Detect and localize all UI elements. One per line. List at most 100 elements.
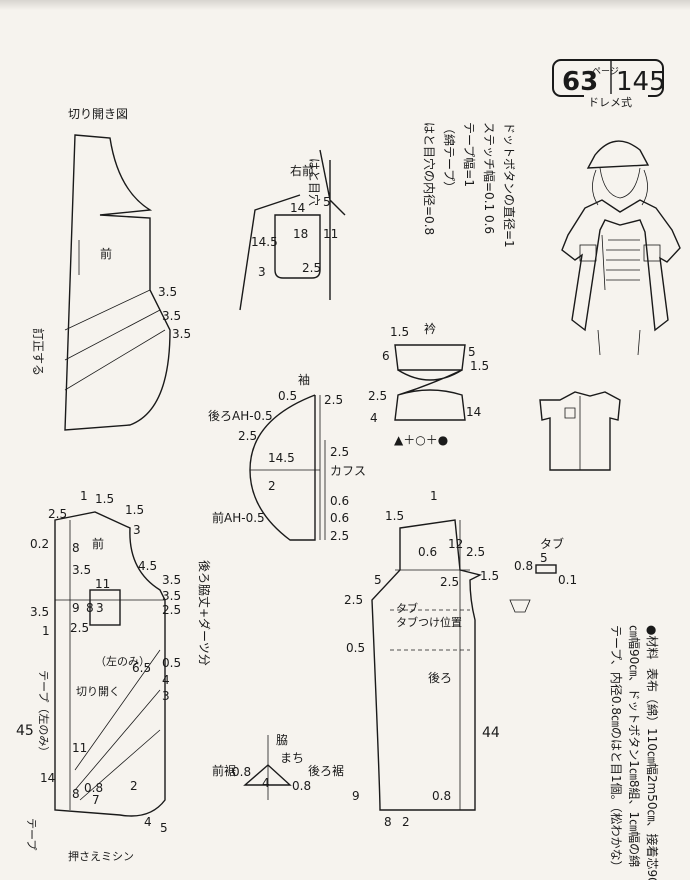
slash-spread-diagram: 切り開き図 前 3.5 3.5 3.5 訂正する	[31, 107, 191, 431]
front-dim-2: 2	[130, 779, 138, 793]
front-dim-3b: 3	[96, 601, 104, 615]
back-dim-08: 0.8	[432, 789, 451, 803]
materials-heading: ●材料	[645, 625, 659, 659]
front-dim-15b: 1.5	[125, 503, 144, 517]
back-dim-8: 8	[384, 815, 392, 829]
sleeve-label: 袖	[298, 372, 310, 387]
note-tape-type: （綿テープ）	[442, 122, 456, 193]
back-body-piece: 後ろ タブ タブつけ位置 1 1.5 0.6 12 2.5 1.5 5 2.5 …	[344, 489, 500, 829]
collar-dim-25: 2.5	[368, 389, 387, 403]
front-dim-3: 3	[133, 523, 141, 537]
front-dim-02: 0.2	[30, 537, 49, 551]
front-body-piece: 前 （左のみ） 切り開く テープ（左のみ） 押さえミシン テープ 後ろ脇丈+ダー…	[16, 489, 212, 863]
front-dim-25b: 2.5	[162, 603, 181, 617]
front-dim-45: 45	[16, 723, 34, 739]
front-dim-15: 1.5	[95, 492, 114, 506]
note-tape-width: テープ幅=1	[462, 122, 477, 187]
back-dim-05: 0.5	[346, 641, 365, 655]
front-left-only: （左のみ）	[95, 655, 150, 668]
slash-dim-2: 3.5	[162, 309, 181, 323]
back-body-guides	[395, 520, 470, 810]
pocket-dim-3: 3	[258, 265, 266, 279]
front-dim-35c: 3.5	[162, 589, 181, 603]
pocket-dim-25: 2.5	[302, 261, 321, 275]
back-dim-12: 12	[448, 537, 463, 551]
gusset-side-label: 脇	[276, 733, 288, 747]
back-dim-15b: 1.5	[480, 569, 499, 583]
front-body-slash-lines	[74, 649, 161, 801]
flat-shirt-outline	[539, 391, 621, 471]
front-dim-4: 4	[162, 673, 170, 687]
hat-shape	[586, 140, 650, 169]
back-dim-1: 1	[430, 489, 438, 503]
materials-line-3: テープ、内径0.8㎝のはと目1個。（松わかな）	[609, 625, 623, 873]
pocket-dim-11: 11	[323, 227, 338, 241]
gusset-dim-4: 4	[262, 776, 270, 790]
gusset-triangle	[243, 764, 292, 786]
materials-line-2: ㎝幅90㎝、ドットボタン1㎝8組、1㎝幅の綿	[627, 625, 642, 867]
front-dim-9: 9	[72, 601, 80, 615]
materials-block: ●材料 表布（綿）110㎝幅2m50㎝、接着芯90 ㎝幅90㎝、ドットボタン1㎝…	[609, 625, 660, 880]
pocket-detail-outline	[239, 149, 346, 311]
face-shape	[599, 167, 641, 199]
gusset-dim-08: 0.8	[232, 765, 251, 779]
tab-dim-08: 0.8	[514, 559, 533, 573]
pocket-shape	[274, 214, 321, 279]
back-tab-position-lines	[390, 609, 470, 651]
sleeve-dim-25: 2.5	[324, 393, 343, 407]
legend-symbols: ▲＋○＋●	[394, 433, 448, 447]
flat-sketch	[539, 391, 621, 471]
badge-pattern-number: 145	[616, 67, 666, 97]
sleeve-front-ah: 前AH-0.5	[212, 510, 265, 525]
slash-dim-3: 3.5	[172, 327, 191, 341]
front-dim-8: 8	[72, 541, 80, 555]
front-slash-open: 切り開く	[76, 685, 120, 698]
back-dim-2: 2	[402, 815, 410, 829]
sleeve-piece: 袖 後ろAH-0.5 前AH-0.5 カフス 0.5 2.5 14.5 2 2.…	[208, 372, 366, 543]
front-dim-4b: 4	[144, 815, 152, 829]
collar-dim-14: 14	[466, 405, 481, 419]
front-dim-65: 6.5	[132, 661, 151, 675]
sleeve-dim-05: 0.5	[278, 389, 297, 403]
page-edge	[0, 0, 690, 10]
back-dim-06: 0.6	[418, 545, 437, 559]
front-dim-1b: 1	[42, 624, 50, 638]
front-dim-25: 2.5	[48, 507, 67, 521]
front-dim-14: 14	[40, 771, 55, 785]
cuffs-label: カフス	[330, 464, 366, 478]
gusset-back-hem: 後ろ裾	[308, 763, 344, 778]
collar-dim-15b: 1.5	[470, 359, 489, 373]
front-tuck-note: 後ろ脇丈+ダーツ分	[197, 560, 212, 666]
front-dim-35d: 3.5	[30, 605, 49, 619]
front-body-outline	[54, 511, 166, 817]
shirt-pocket-left	[579, 244, 597, 262]
front-dim-11b: 11	[72, 741, 87, 755]
back-body-outline	[371, 519, 483, 811]
pocket-dim-18: 18	[293, 227, 308, 241]
detail-eyelet-label: はと目穴	[307, 158, 322, 206]
badge-method-bg	[584, 94, 648, 108]
materials-line-1: 表布（綿）110㎝幅2m50㎝、接着芯90	[645, 668, 660, 880]
back-dim-15: 1.5	[385, 509, 404, 523]
collar-dim-5: 5	[468, 345, 476, 359]
front-dim-35b: 3.5	[162, 573, 181, 587]
back-dim-25: 2.5	[466, 545, 485, 559]
gusset-piece: 脇 まち 前裾 後ろ裾 0.8 4 0.8	[212, 733, 344, 800]
front-dim-8b: 8	[86, 601, 94, 615]
vertical-notes: ドットボタンの直径=1 ステッチ幅=0.1 0.6 テープ幅=1 （綿テープ） …	[422, 122, 516, 248]
front-body-label: 前	[92, 536, 104, 551]
collar-label: 衿	[424, 321, 436, 336]
badge-page-number: 63	[562, 67, 598, 97]
page-badge: 63 ページ 145 ドレメ式	[552, 59, 666, 109]
badge-page-suffix: ページ	[592, 67, 619, 77]
collar-upper	[394, 344, 466, 371]
slash-diagram-title: 切り開き図	[68, 107, 128, 121]
legs	[597, 329, 641, 356]
front-dim-08: 0.8	[84, 781, 103, 795]
note-eyelet: はと目穴の内径=0.8	[422, 122, 437, 235]
pocket-dim-145: 14.5	[251, 235, 278, 249]
detail-right-front-label: 右前	[290, 163, 314, 178]
back-dim-25c: 2.5	[344, 593, 363, 607]
